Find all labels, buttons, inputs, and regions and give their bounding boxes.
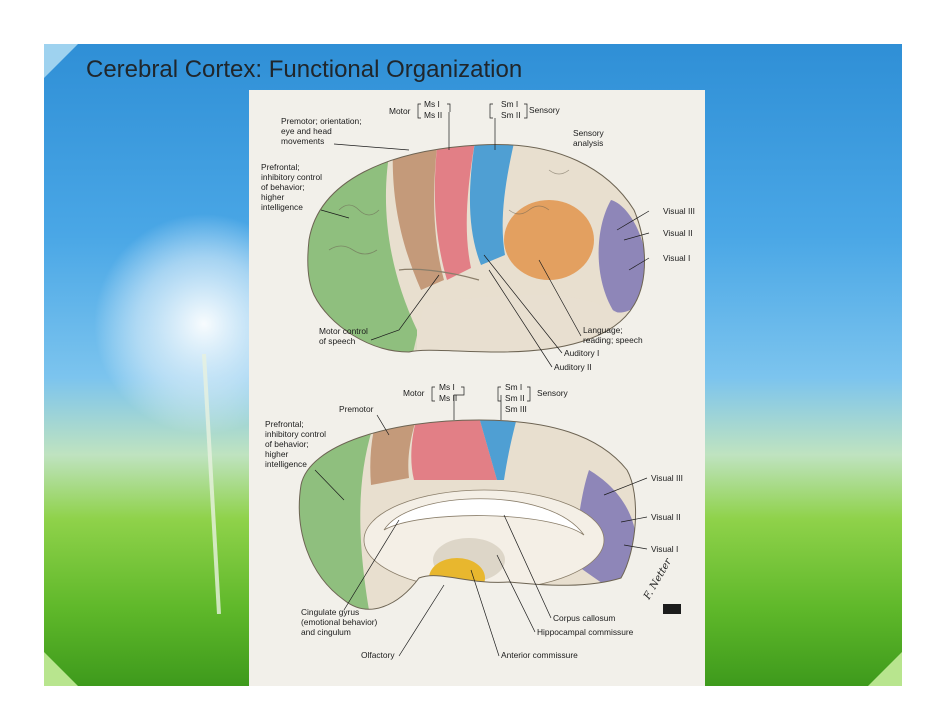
label-prefrontal-4: higher: [261, 192, 284, 202]
lateral-labels: Motor Ms I Ms II Sm I Sm II Sensory Prem…: [261, 99, 695, 372]
label-medial-prefrontal-1: Prefrontal;: [265, 419, 304, 429]
corner-decoration-top-left: [44, 44, 78, 78]
medial-motor-region: [411, 420, 497, 480]
label-cingulate-1: Cingulate gyrus: [301, 607, 359, 617]
publisher-logo: [663, 604, 681, 614]
label-motor: Motor: [389, 106, 411, 116]
label-sensory-analysis-1: Sensory: [573, 128, 605, 138]
slide-title: Cerebral Cortex: Functional Organization: [86, 56, 523, 83]
sensory-analysis-region: [504, 200, 594, 280]
label-visual1: Visual I: [663, 253, 690, 263]
label-olfactory: Olfactory: [361, 650, 395, 660]
label-medial-premotor: Premotor: [339, 404, 374, 414]
label-motor-speech-1: Motor control: [319, 326, 368, 336]
label-language-2: reading; speech: [583, 335, 643, 345]
label-visual3: Visual III: [663, 206, 695, 216]
medial-sensory-region: [477, 420, 519, 480]
label-medial-visual2: Visual II: [651, 512, 681, 522]
label-sensory-analysis-2: analysis: [573, 138, 603, 148]
label-medial-prefrontal-2: inhibitory control: [265, 429, 326, 439]
brain-illustration-panel: Motor Ms I Ms II Sm I Sm II Sensory Prem…: [249, 90, 705, 686]
corner-decoration-bottom-left: [44, 652, 78, 686]
label-medial-ms2: Ms II: [439, 393, 457, 403]
corpus-callosum: [383, 498, 585, 536]
label-medial-visual3: Visual III: [651, 473, 683, 483]
medial-brain-view: [298, 419, 636, 610]
label-anterior: Anterior commissure: [501, 650, 578, 660]
label-premotor-1: Premotor; orientation;: [281, 116, 362, 126]
label-hippocampal: Hippocampal commissure: [537, 627, 634, 637]
label-medial-prefrontal-4: higher: [265, 449, 288, 459]
brain-illustration: Motor Ms I Ms II Sm I Sm II Sensory Prem…: [261, 99, 695, 660]
label-medial-sm2: Sm II: [505, 393, 525, 403]
label-medial-sm3: Sm III: [505, 404, 527, 414]
label-prefrontal-3: of behavior;: [261, 182, 305, 192]
artist-signature: F. Netter: [642, 556, 675, 603]
label-sensory: Sensory: [529, 105, 561, 115]
motor-region: [434, 144, 477, 280]
label-prefrontal-1: Prefrontal;: [261, 162, 300, 172]
label-medial-motor: Motor: [403, 388, 425, 398]
corner-decoration-bottom-right: [868, 652, 902, 686]
visual-region: [598, 200, 645, 313]
label-prefrontal-2: inhibitory control: [261, 172, 322, 182]
label-ms1: Ms I: [424, 99, 440, 109]
label-premotor-3: movements: [281, 136, 324, 146]
label-sm1: Sm I: [501, 99, 518, 109]
label-prefrontal-5: intelligence: [261, 202, 303, 212]
label-ms2: Ms II: [424, 110, 442, 120]
medial-labels: Motor Ms I Ms II Sm I Sm II Sm III Senso…: [265, 382, 683, 660]
label-medial-visual1: Visual I: [651, 544, 678, 554]
label-medial-sensory: Sensory: [537, 388, 569, 398]
label-language-1: Language;: [583, 325, 623, 335]
label-auditory2: Auditory II: [554, 362, 592, 372]
label-cingulate-2: (emotional behavior): [301, 617, 378, 627]
label-auditory1: Auditory I: [564, 348, 599, 358]
label-medial-ms1: Ms I: [439, 382, 455, 392]
label-motor-speech-2: of speech: [319, 336, 356, 346]
label-cingulate-3: and cingulum: [301, 627, 351, 637]
label-corpus-callosum: Corpus callosum: [553, 613, 615, 623]
label-premotor-2: eye and head: [281, 126, 332, 136]
label-visual2: Visual II: [663, 228, 693, 238]
label-medial-prefrontal-3: of behavior;: [265, 439, 309, 449]
sensory-region: [469, 144, 517, 265]
label-medial-prefrontal-5: intelligence: [265, 459, 307, 469]
premotor-region: [392, 144, 444, 290]
label-medial-sm1: Sm I: [505, 382, 522, 392]
label-sm2: Sm II: [501, 110, 521, 120]
